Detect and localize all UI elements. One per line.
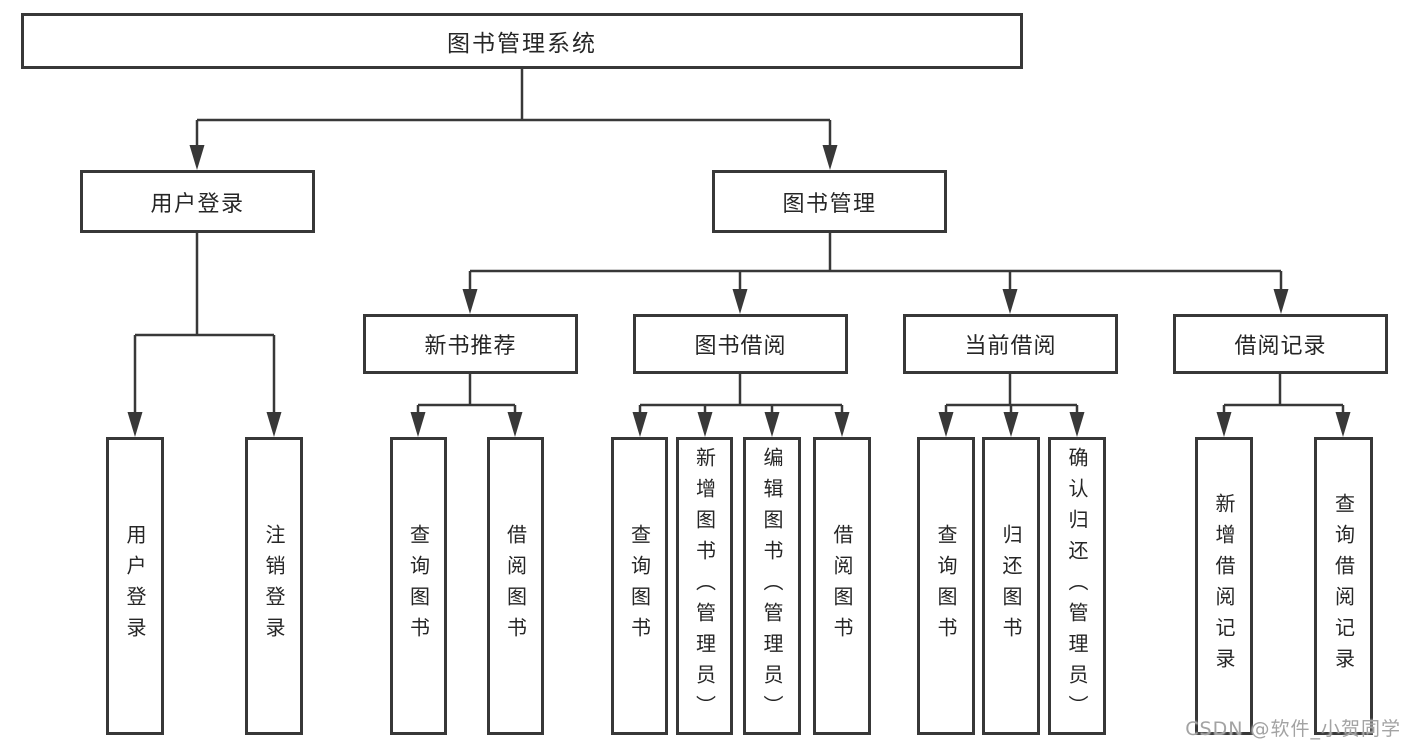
connector-book-mgmt-to-level3 (468, 233, 1283, 291)
connector-current-borrow-children (944, 374, 1079, 414)
node-label: 查询图书 (406, 524, 431, 648)
arrowheads-current-borrow-children (938, 412, 1085, 437)
node-label: 图书借阅 (694, 334, 787, 359)
csdn-watermark: CSDN @软件_小贺同学 (1185, 718, 1401, 740)
node-library-management-system: 图书管理系统 (21, 13, 1023, 69)
node-book-borrow: 图书借阅 (633, 314, 848, 374)
node-label: 借阅记录 (1234, 334, 1327, 359)
node-label: 归还图书 (999, 524, 1023, 648)
connector-user-login-children (133, 233, 276, 414)
connector-root-to-level2 (195, 69, 832, 147)
node-book-management: 图书管理 (712, 170, 947, 233)
leaf-user-login: 用户登录 (106, 437, 164, 735)
leaf-confirm-return-admin: 确认归还（管理员） (1048, 437, 1106, 735)
node-label: 编辑图书（管理员） (760, 446, 784, 726)
arrowheads-level3 (462, 289, 1289, 314)
node-label: 图书管理 (782, 191, 877, 217)
arrowheads-borrow-record-children (1216, 412, 1351, 437)
node-user-login: 用户登录 (80, 170, 315, 233)
node-new-book-recommend: 新书推荐 (363, 314, 578, 374)
leaf-return-books: 归还图书 (982, 437, 1040, 735)
arrowheads-new-book-children (410, 412, 523, 437)
arrowheads-book-borrow-children (632, 412, 850, 437)
leaf-logout: 注销登录 (245, 437, 303, 735)
arrowheads-level2 (189, 145, 838, 170)
node-label: 借阅图书 (503, 524, 528, 648)
node-label: 用户登录 (150, 191, 245, 217)
node-label: 图书管理系统 (447, 31, 597, 57)
leaf-edit-books-admin: 编辑图书（管理员） (743, 437, 801, 735)
node-label: 查询借阅记录 (1331, 493, 1356, 679)
connector-book-borrow-children (638, 374, 844, 414)
node-label: 新书推荐 (424, 334, 517, 359)
node-label: 用户登录 (123, 524, 147, 648)
node-current-borrow: 当前借阅 (903, 314, 1118, 374)
node-label: 新增图书（管理员） (692, 446, 717, 726)
leaf-borrow-books-1: 借阅图书 (487, 437, 544, 735)
node-label: 注销登录 (262, 524, 286, 648)
node-label: 当前借阅 (964, 334, 1057, 359)
leaf-query-borrow-record: 查询借阅记录 (1314, 437, 1373, 735)
node-label: 确认归还（管理员） (1065, 446, 1089, 726)
leaf-add-borrow-record: 新增借阅记录 (1195, 437, 1253, 735)
leaf-add-books-admin: 新增图书（管理员） (676, 437, 733, 735)
leaf-query-books-1: 查询图书 (390, 437, 447, 735)
arrowheads-user-login-children (127, 412, 282, 437)
node-label: 借阅图书 (830, 524, 854, 648)
node-borrow-record: 借阅记录 (1173, 314, 1388, 374)
node-label: 查询图书 (627, 524, 652, 648)
leaf-borrow-books-2: 借阅图书 (813, 437, 871, 735)
node-label: 查询图书 (934, 524, 958, 648)
leaf-query-books-3: 查询图书 (917, 437, 975, 735)
node-label: 新增借阅记录 (1212, 493, 1236, 679)
connector-borrow-record-children (1222, 374, 1345, 414)
connector-new-book-children (416, 374, 517, 414)
leaf-query-books-2: 查询图书 (611, 437, 668, 735)
